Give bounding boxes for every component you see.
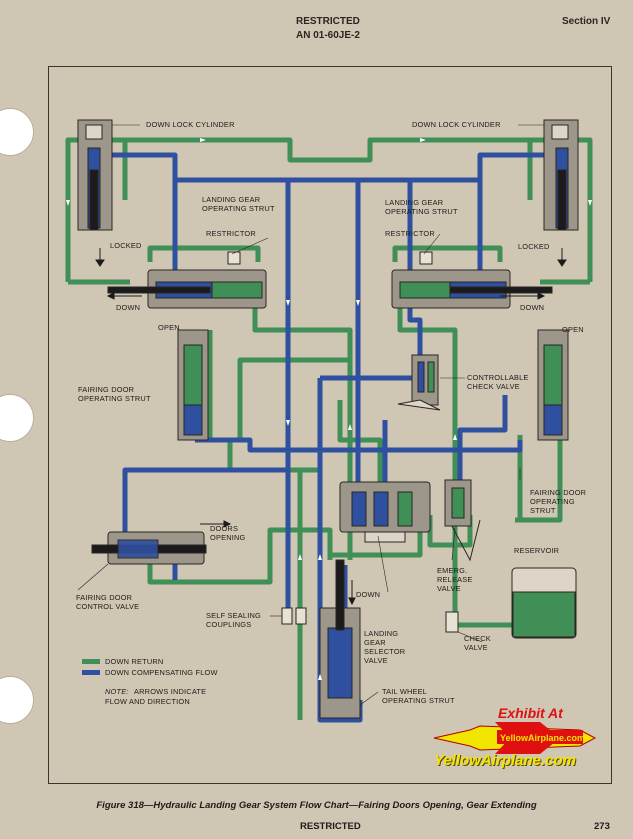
note-label: NOTE:	[105, 687, 129, 696]
page-number: 273	[594, 821, 610, 832]
label-fairing-door-right: FAIRING DOOR	[530, 488, 586, 497]
label-restrictor-right: RESTRICTOR	[385, 229, 435, 238]
binder-hole	[0, 108, 34, 156]
label-restrictor-left: RESTRICTOR	[206, 229, 256, 238]
label-opening: OPENING	[210, 533, 246, 542]
diagram-frame	[48, 66, 612, 784]
fairing-door-strut-right	[537, 329, 569, 441]
label-operating-right: OPERATING	[530, 497, 575, 506]
label-landing-gear-left: LANDING GEAR	[202, 195, 260, 204]
label-reservoir: RESERVOIR	[514, 546, 559, 555]
label-locked-left: LOCKED	[110, 241, 142, 250]
emergency-release-valve	[444, 479, 481, 562]
down-lock-cylinder-right	[543, 119, 579, 231]
label-down-lock-cylinder-right: DOWN LOCK CYLINDER	[412, 120, 501, 129]
label-open-left: OPEN	[158, 323, 180, 332]
watermark-airplane-logo: YellowAirplane.com	[433, 722, 597, 754]
label-down-strut-right: DOWN	[520, 303, 544, 312]
label-control-valve: CONTROL VALVE	[76, 602, 139, 611]
header-document-number: AN 01-60JE-2	[296, 30, 360, 41]
landing-gear-strut-left	[107, 251, 267, 309]
label-landing-gear-right: LANDING GEAR	[385, 198, 443, 207]
label-fairing-door-valve: FAIRING DOOR	[76, 593, 132, 602]
controllable-check-valve	[397, 354, 441, 411]
label-strut-right: STRUT	[530, 506, 556, 515]
label-valve-selector: VALVE	[364, 656, 388, 665]
figure-caption: Figure 318—Hydraulic Landing Gear System…	[96, 800, 537, 811]
label-emerg: EMERG.	[437, 566, 467, 575]
note-text-line1: ARROWS INDICATE	[134, 687, 206, 696]
label-locked-right: LOCKED	[518, 242, 550, 251]
label-valve-check: VALVE	[464, 643, 488, 652]
label-valve-emerg: VALVE	[437, 584, 461, 593]
landing-gear-strut-right	[391, 251, 553, 309]
header-section: Section IV	[562, 16, 611, 27]
watermark-exhibit-at: Exhibit At	[498, 705, 563, 721]
label-controllable: CONTROLLABLE	[467, 373, 529, 382]
flow-arrows	[66, 138, 592, 680]
note-text-line2: FLOW AND DIRECTION	[105, 697, 190, 706]
label-tail-wheel: TAIL WHEEL	[382, 687, 427, 696]
fairing-door-control-valve	[91, 531, 207, 565]
footer-classification: RESTRICTED	[300, 821, 361, 832]
legend-label-down-return: DOWN RETURN	[105, 657, 163, 666]
fairing-door-strut-left	[177, 329, 209, 441]
label-selector: SELECTOR	[364, 647, 405, 656]
reservoir	[511, 567, 577, 639]
legend-swatch-down-compensating	[82, 670, 100, 675]
label-down-tail: DOWN	[356, 590, 380, 599]
down-lock-cylinder-left	[77, 119, 113, 231]
label-operating-strut-fairing-left: OPERATING STRUT	[78, 394, 151, 403]
label-down-strut-left: DOWN	[116, 303, 140, 312]
label-operating-strut-right: OPERATING STRUT	[385, 207, 458, 216]
tail-wheel-operating-strut	[319, 559, 361, 719]
watermark-site: YellowAirplane.com	[434, 752, 576, 769]
legend-label-down-compensating: DOWN COMPENSATING FLOW	[105, 668, 218, 677]
self-sealing-couplings	[281, 607, 307, 625]
label-couplings: COUPLINGS	[206, 620, 251, 629]
label-landing-selector: LANDING	[364, 629, 398, 638]
label-fairing-door-left: FAIRING DOOR	[78, 385, 134, 394]
label-check-valve-upper: CHECK VALVE	[467, 382, 520, 391]
check-valve	[445, 611, 459, 633]
landing-gear-selector-valve	[339, 481, 431, 543]
header-classification: RESTRICTED	[296, 16, 360, 27]
legend-swatch-down-return	[82, 659, 100, 664]
label-doors: DOORS	[210, 524, 238, 533]
svg-text:YellowAirplane.com: YellowAirplane.com	[500, 733, 585, 743]
label-operating-strut-left: OPERATING STRUT	[202, 204, 275, 213]
label-release: RELEASE	[437, 575, 473, 584]
label-down-lock-cylinder-left: DOWN LOCK CYLINDER	[146, 120, 235, 129]
label-tail-operating-strut: OPERATING STRUT	[382, 696, 455, 705]
label-check: CHECK	[464, 634, 491, 643]
label-open-right: OPEN	[562, 325, 584, 334]
label-self-sealing: SELF SEALING	[206, 611, 261, 620]
label-gear-selector: GEAR	[364, 638, 386, 647]
